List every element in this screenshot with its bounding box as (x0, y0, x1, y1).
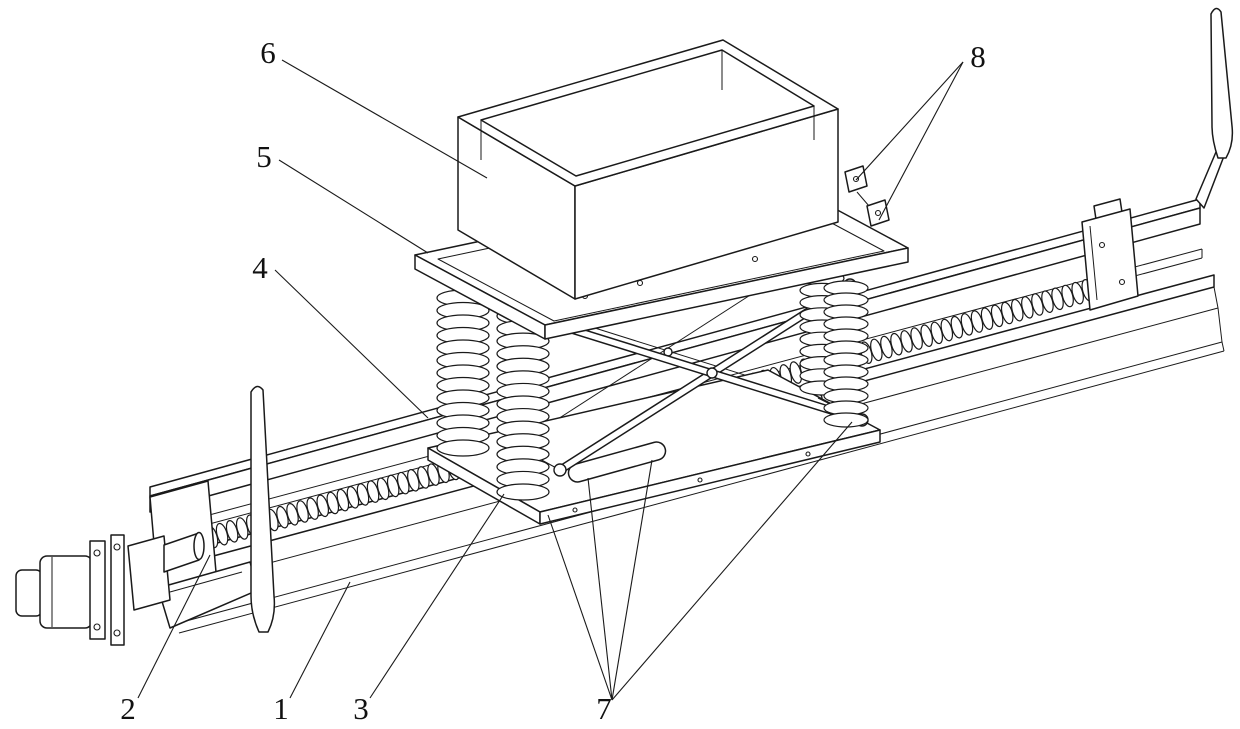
motor-flange-a (89, 540, 106, 640)
leader-4 (274, 269, 429, 419)
part-labels: 6 5 4 8 2 1 3 7 (120, 35, 986, 726)
leader-7c (611, 459, 653, 701)
part-label-1: 1 (273, 691, 289, 726)
right-fin (1195, 7, 1234, 209)
carriage-slot (567, 441, 667, 483)
leader-7a (547, 514, 613, 701)
hopper-box (457, 39, 839, 300)
leader-5 (278, 159, 429, 254)
leader-6 (281, 59, 488, 179)
part-label-5: 5 (256, 139, 272, 174)
leader-1 (289, 581, 351, 699)
motor-assembly (15, 480, 259, 646)
part-label-6: 6 (260, 35, 276, 70)
fin-bracket (1195, 151, 1225, 209)
leader-7b (587, 477, 613, 701)
spring-right-front (823, 280, 869, 428)
bearing-plate (1081, 198, 1139, 311)
part-label-3: 3 (353, 691, 369, 726)
leader-lines (137, 59, 964, 701)
spring-left-front (436, 289, 490, 457)
leader-8a (855, 61, 964, 181)
left-fin (250, 385, 276, 633)
leader-8b (878, 61, 964, 221)
part-label-7: 7 (596, 691, 612, 726)
locking-clamps (844, 165, 890, 227)
leader-3 (369, 493, 505, 699)
part-label-4: 4 (252, 250, 268, 285)
leader-7d (611, 421, 853, 701)
motor-body (39, 555, 93, 629)
part-label-2: 2 (120, 691, 136, 726)
leader-2 (137, 554, 211, 699)
part-label-8: 8 (970, 39, 986, 74)
coupling-block (127, 535, 171, 611)
motor-end-cap (15, 569, 43, 617)
motor-flange-b (110, 534, 125, 646)
